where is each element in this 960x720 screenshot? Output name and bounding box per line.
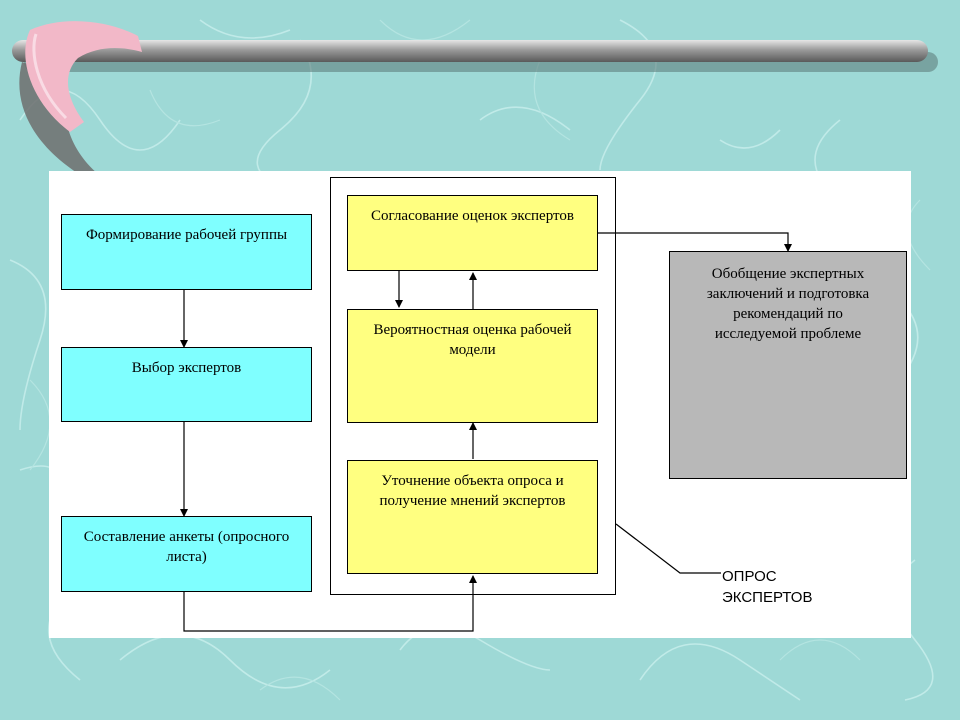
box-select-experts-label: Выбор экспертов <box>131 360 242 376</box>
callout-line-2: ЭКСПЕРТОВ <box>722 589 813 606</box>
box-probabilistic-estimate: Вероятностная оценка рабочей модели <box>347 309 598 423</box>
callout-leader-line <box>615 523 721 574</box>
box-agree-estimates: Согласование оценок экспертов <box>347 195 598 271</box>
diagram-connectors <box>180 232 792 632</box>
expert-survey-frame <box>330 177 616 595</box>
box-questionnaire-label: Составление анкеты (опросного листа) <box>83 529 290 565</box>
arrow-agree-to-summary <box>598 232 792 252</box>
title-bar-decoration <box>12 21 938 176</box>
box-form-working-group-label: Формирование рабочей группы <box>85 227 288 243</box>
callout-line-1: ОПРОС <box>722 568 777 585</box>
diagram-panel: Формирование рабочей группы Выбор экспер… <box>49 171 911 638</box>
box-probabilistic-estimate-label: Вероятностная оценка рабочей модели <box>373 322 572 358</box>
arrow-questionnaire-to-refine <box>183 575 477 632</box>
box-summary-label: Обобщение экспертных заключений и подгот… <box>706 266 870 342</box>
callout-expert-survey: ОПРОС ЭКСПЕРТОВ <box>722 566 862 608</box>
box-form-working-group: Формирование рабочей группы <box>61 214 312 290</box>
box-questionnaire: Составление анкеты (опросного листа) <box>61 516 312 592</box>
box-agree-estimates-label: Согласование оценок экспертов <box>371 208 574 224</box>
box-refine-object: Уточнение объекта опроса и получение мне… <box>347 460 598 574</box>
title-bar <box>12 40 928 62</box>
box-select-experts: Выбор экспертов <box>61 347 312 422</box>
box-summary: Обобщение экспертных заключений и подгот… <box>669 251 907 479</box>
box-refine-object-label: Уточнение объекта опроса и получение мне… <box>379 473 566 509</box>
